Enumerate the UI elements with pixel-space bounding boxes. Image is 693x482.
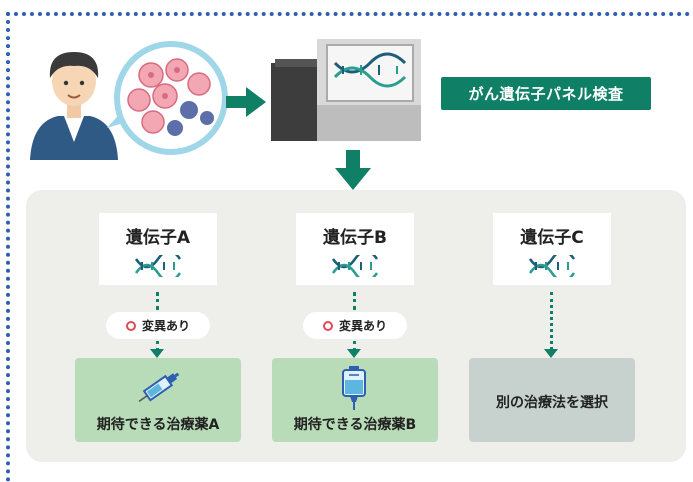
gene-card-b: 遺伝子B: [296, 213, 414, 285]
connector-dots: [353, 341, 359, 351]
syringe-icon: [138, 372, 180, 402]
connector-dots: [353, 292, 359, 310]
circle-marker-icon: [125, 320, 136, 331]
mutation-label: 変異あり: [338, 319, 387, 333]
dna-icon: [134, 255, 182, 277]
gene-card-c: 遺伝子C: [493, 213, 611, 285]
connector-dots: [550, 292, 556, 350]
result-label: 別の治療法を選択: [496, 395, 608, 411]
result-box-b: 期待できる治療薬B: [272, 358, 438, 442]
mutation-label: 変異あり: [141, 319, 190, 333]
dotted-frame: [6, 12, 693, 482]
result-label: 期待できる治療薬B: [293, 417, 417, 433]
panel-test-badge: がん遺伝子パネル検査: [441, 77, 651, 110]
arrow-head-icon: [544, 349, 558, 358]
patient-illustration: [30, 52, 118, 160]
sequencer-machine-illustration: [271, 39, 421, 141]
arrow-head-icon: [347, 349, 361, 358]
circle-marker-icon: [322, 320, 333, 331]
result-box-c: 別の治療法を選択: [469, 358, 635, 442]
arrow-right-icon: [226, 87, 266, 117]
mutation-badge: 変異あり: [303, 312, 407, 339]
connector-dots: [156, 341, 162, 351]
gene-card-a: 遺伝子A: [99, 213, 217, 285]
gene-title: 遺伝子B: [323, 228, 387, 248]
connector-dots: [156, 292, 162, 310]
gene-title: 遺伝子A: [125, 228, 191, 248]
result-box-a: 期待できる治療薬A: [75, 358, 241, 442]
mutation-badge: 変異あり: [106, 312, 210, 339]
gene-title: 遺伝子C: [520, 228, 584, 248]
dna-icon: [331, 255, 379, 277]
arrow-down-icon: [335, 150, 371, 190]
result-label: 期待できる治療薬A: [96, 417, 220, 433]
iv-bag-icon: [342, 366, 366, 410]
arrow-head-icon: [150, 349, 164, 358]
cell-magnifier-illustration: [107, 41, 228, 155]
dna-icon: [528, 255, 576, 277]
